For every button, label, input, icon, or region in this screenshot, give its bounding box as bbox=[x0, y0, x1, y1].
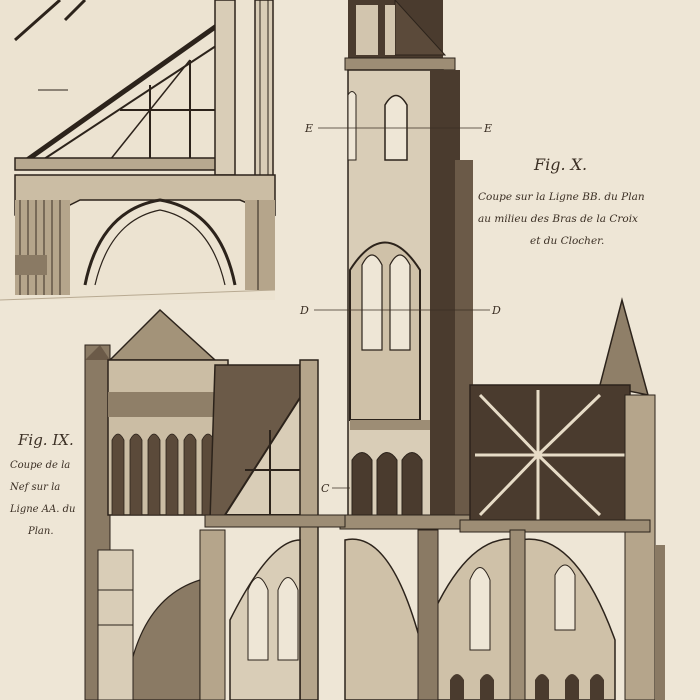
transept-section bbox=[344, 297, 665, 700]
figure-x-caption: Fig. X. Coupe sur la Ligne BB. du Plan a… bbox=[478, 155, 645, 247]
section-mark-c-left: C bbox=[321, 482, 330, 495]
section-mark-e-right: E bbox=[483, 122, 492, 135]
figure-ix-caption-line-4: Plan. bbox=[27, 526, 54, 537]
figure-ix-caption-line-1: Coupe de la bbox=[10, 460, 70, 471]
figure-ix-caption-line-3: Ligne AA. du bbox=[9, 504, 75, 515]
figure-x-caption-line-3: et du Clocher. bbox=[530, 235, 604, 247]
section-mark-e-left: E bbox=[304, 122, 313, 135]
upper-left-roof-section bbox=[0, 0, 276, 301]
nave-section bbox=[84, 308, 346, 700]
figure-x-caption-line-2: au milieu des Bras de la Croix bbox=[478, 213, 638, 225]
figure-x-title: Fig. X. bbox=[533, 155, 587, 174]
section-lines bbox=[314, 127, 490, 489]
section-mark-d-right: D bbox=[491, 304, 501, 317]
section-mark-d-left: D bbox=[299, 304, 309, 317]
section-marks: E E D D C bbox=[299, 122, 501, 495]
figure-ix-caption: Fig. IX. Coupe de la Nef sur la Ligne AA… bbox=[9, 431, 75, 537]
bell-tower-section bbox=[339, 0, 481, 530]
figure-ix-caption-line-2: Nef sur la bbox=[9, 482, 60, 493]
figure-x-caption-line-1: Coupe sur la Ligne BB. du Plan bbox=[478, 191, 645, 203]
figure-ix-title: Fig. IX. bbox=[17, 431, 74, 449]
